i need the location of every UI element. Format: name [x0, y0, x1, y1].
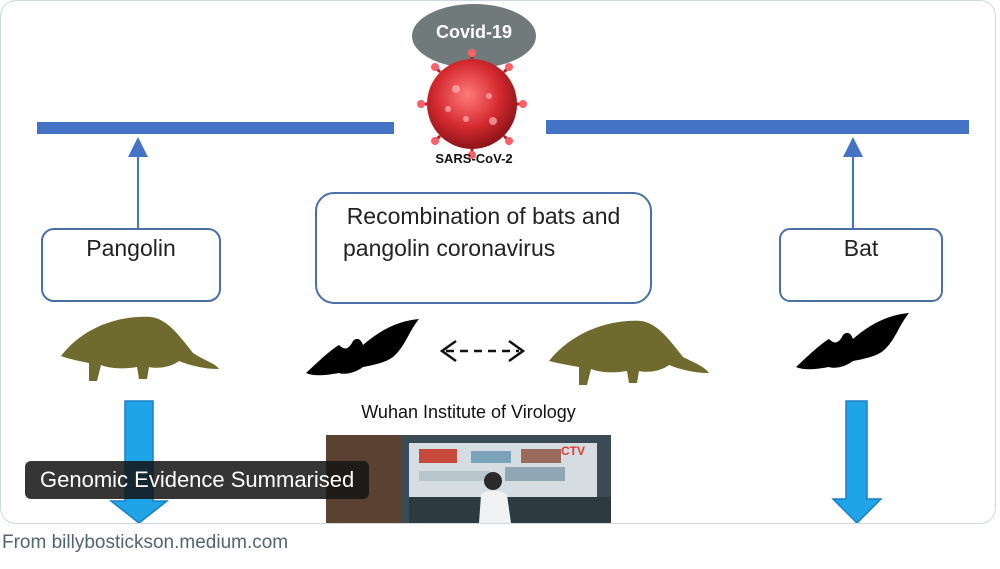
lineage-bar-left: [37, 122, 394, 134]
pangolin-center-icon: [549, 320, 709, 385]
virus-icon: [417, 49, 527, 159]
svg-text:CTV: CTV: [561, 444, 585, 458]
virus-label: SARS-CoV-2: [435, 151, 513, 166]
bat-center-icon: [306, 319, 419, 376]
recombination-box-line1: Recombination of bats and: [346, 203, 621, 229]
source-link[interactable]: From billybostickson.medium.com: [2, 532, 289, 553]
media-caption-badge: Genomic Evidence Summarised: [25, 461, 370, 499]
recombination-box-line2: pangolin coronavirus: [343, 235, 556, 261]
covid-label: Covid-19: [435, 22, 513, 42]
covid-cloud: [412, 4, 536, 68]
lab-label: Wuhan Institute of Virology: [361, 402, 576, 422]
lineage-bar-right: [546, 120, 969, 134]
exchange-double-arrow-icon: [439, 339, 526, 363]
origin-diagram: CTV: [37, 4, 969, 523]
bat-box: [779, 228, 943, 302]
bat-down-arrow: [831, 400, 883, 523]
bat-right-icon: [796, 313, 909, 370]
pangolin-left-icon: [61, 316, 219, 381]
pangolin-box: [41, 228, 221, 302]
bat-box-label: Bat: [843, 235, 879, 261]
media-card[interactable]: CTV Covid-19 SARS-CoV-2 Pangolin Recombi…: [0, 0, 996, 524]
recombination-box: [315, 192, 652, 304]
pangolin-box-label: Pangolin: [86, 235, 176, 261]
